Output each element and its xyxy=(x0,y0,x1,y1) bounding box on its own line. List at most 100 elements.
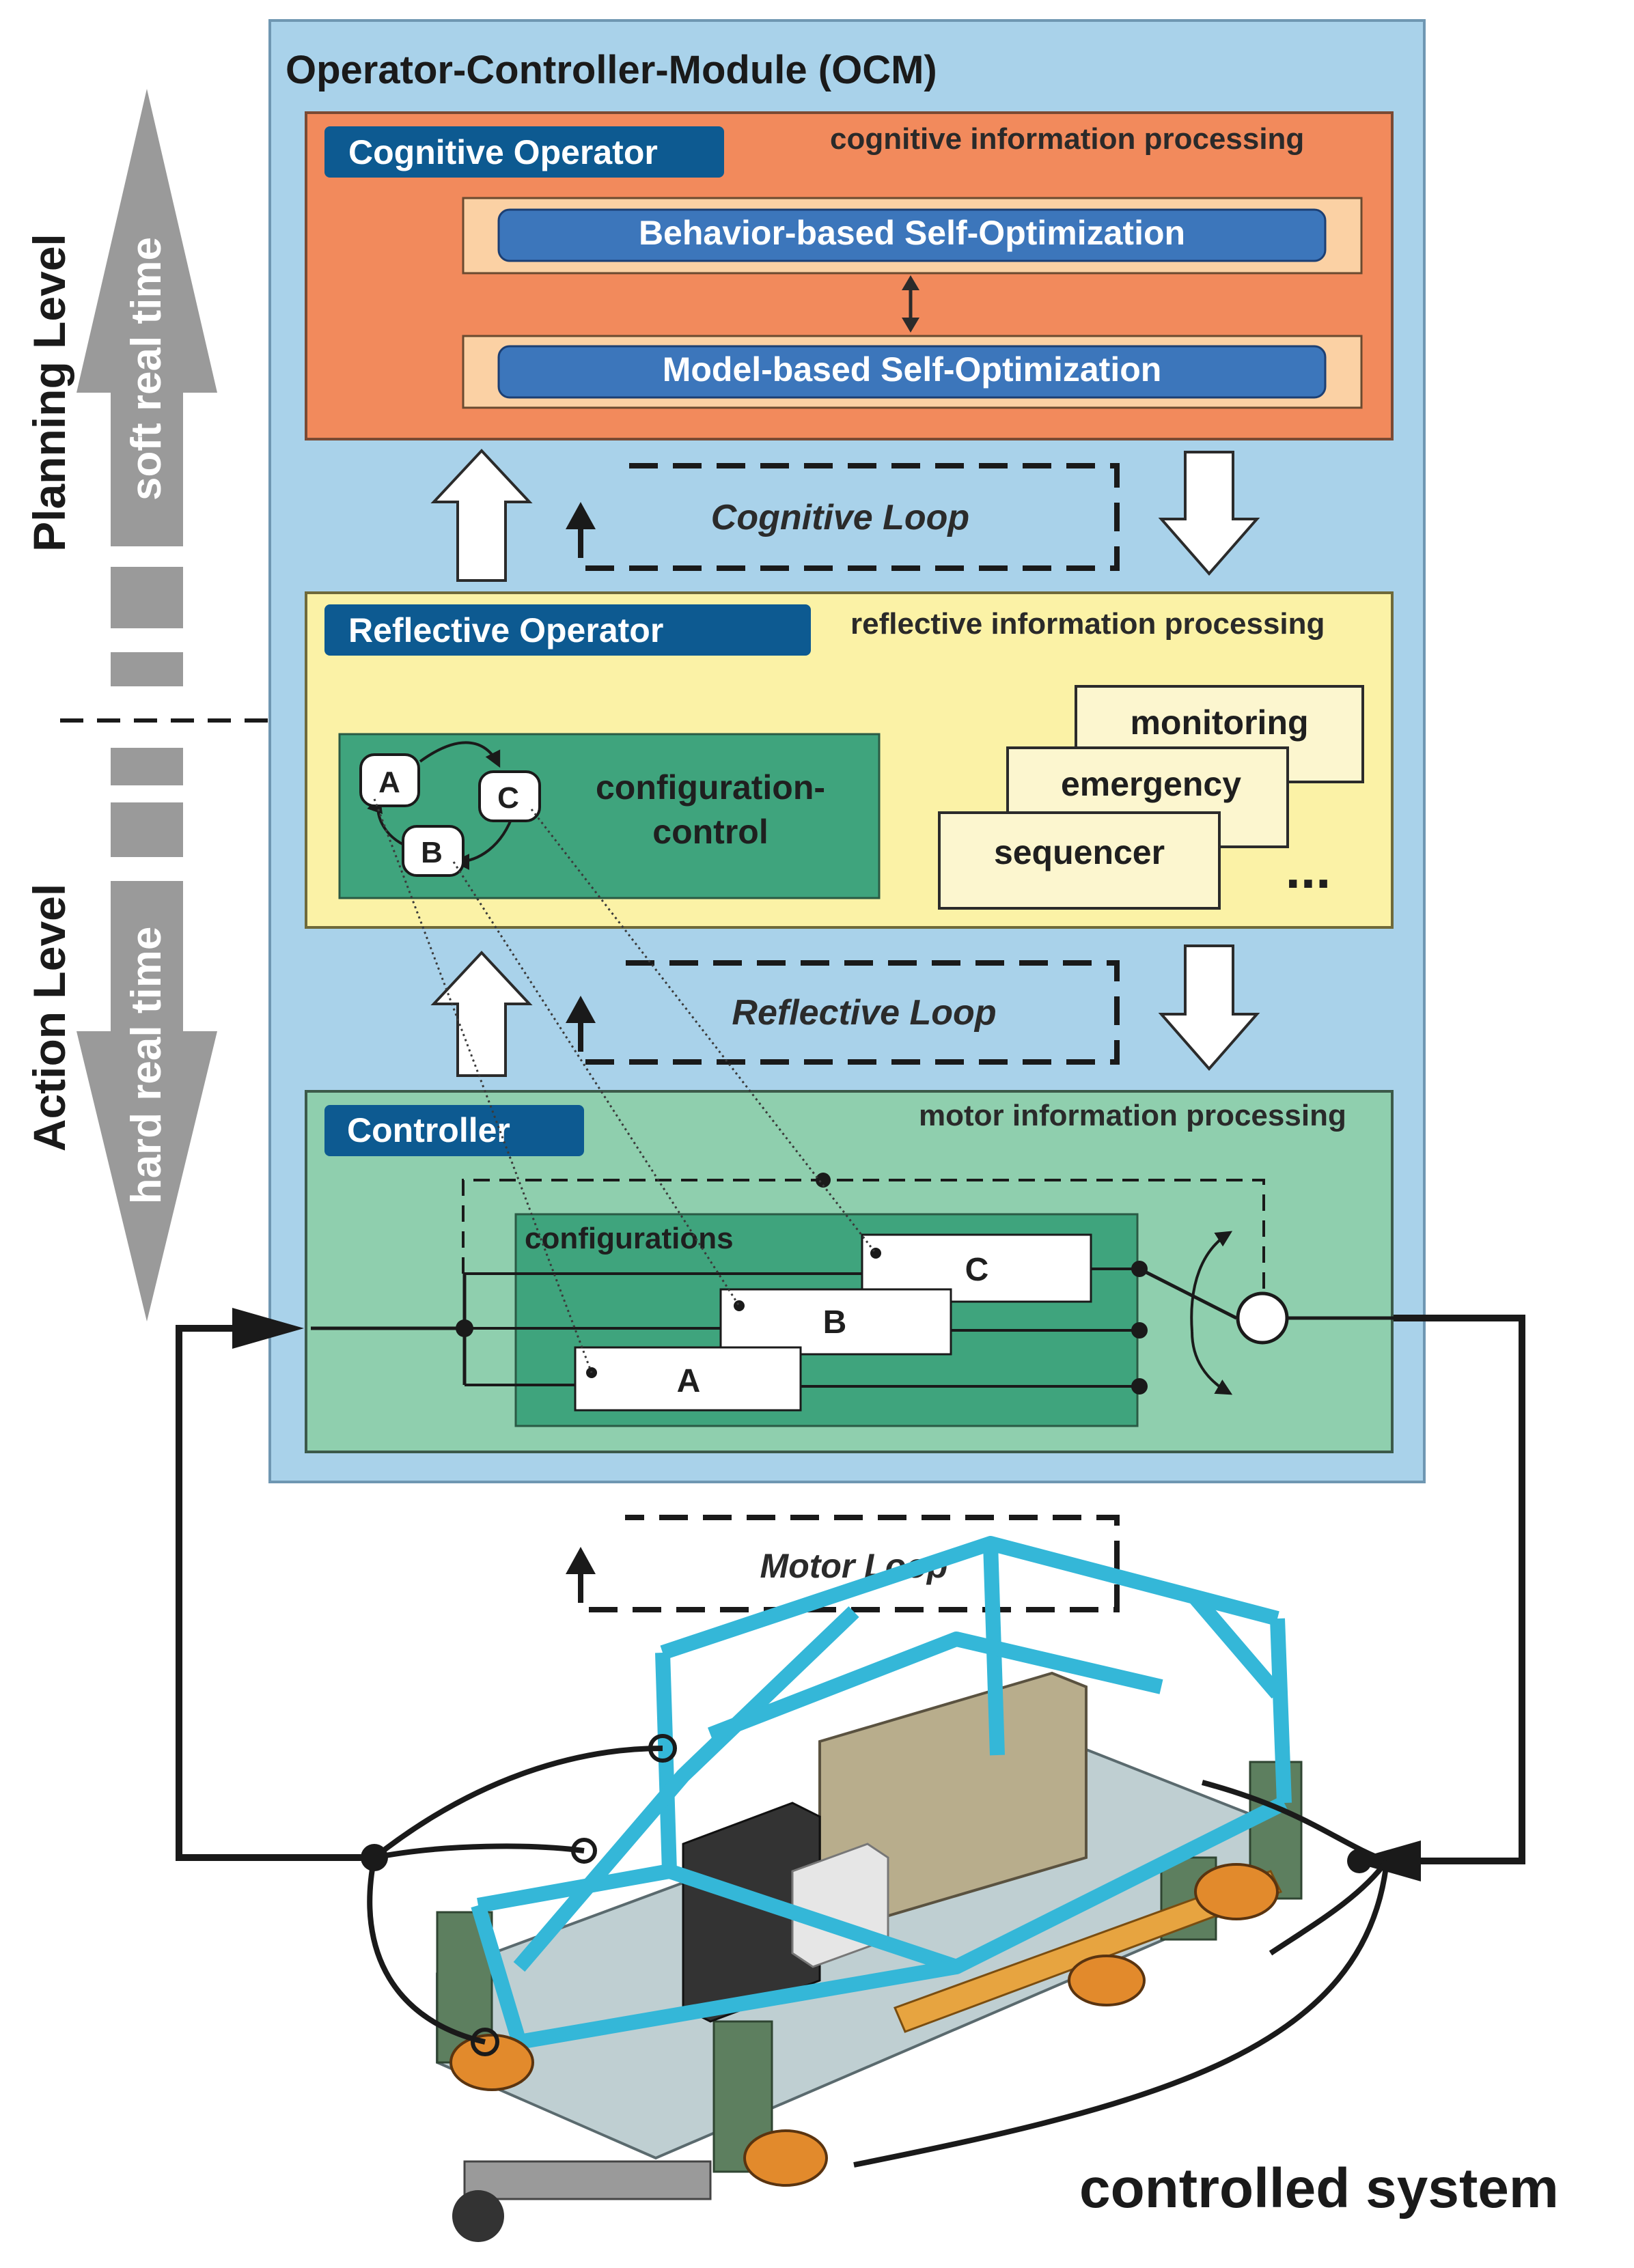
selector-dashed-frame xyxy=(462,1179,1265,1291)
sensor-ring-3 xyxy=(471,2028,499,2056)
controlled-system-label: controlled system xyxy=(1079,2157,1559,2220)
hard-real-time-arrow xyxy=(77,881,217,1321)
wheel-rear-right xyxy=(1068,1955,1146,2006)
cognitive-loop-zone: Cognitive Loop xyxy=(430,449,1260,582)
configuration-control-label-2: control xyxy=(652,813,768,851)
external-loop xyxy=(176,1315,1525,1864)
sensor-ring-1 xyxy=(648,1734,677,1763)
controller: Controller motor information processing … xyxy=(305,1090,1397,1453)
wire-right-lower xyxy=(853,1860,1389,2168)
controller-title: Controller xyxy=(347,1111,510,1149)
controller-header xyxy=(324,1105,584,1156)
state-b-label: B xyxy=(421,836,443,869)
link-c xyxy=(530,809,877,1254)
action-level-label: Action Level xyxy=(24,884,74,1151)
state-a-label: A xyxy=(378,766,400,799)
cognitive-loop-label: Cognitive Loop xyxy=(711,498,969,537)
wheel-rear-left xyxy=(743,2129,828,2187)
sequencer-label: sequencer xyxy=(994,833,1165,871)
hard-real-time-label: hard real time xyxy=(123,927,170,1205)
config-b-label: B xyxy=(823,1304,847,1341)
reflective-loop-zone: Reflective Loop xyxy=(430,944,1260,1077)
behavior-box xyxy=(497,208,1327,262)
behavior-label: Behavior-based Self-Optimization xyxy=(639,214,1185,252)
left-junction-node xyxy=(361,1844,388,1871)
switch-arm xyxy=(1138,1267,1238,1320)
reflective-loop-arrowhead xyxy=(566,996,596,1023)
emergency-label: emergency xyxy=(1061,765,1241,803)
reflective-loop-label: Reflective Loop xyxy=(732,993,996,1033)
motor-loop-dashed xyxy=(578,1515,1120,1612)
trailer-wheel xyxy=(452,2190,504,2242)
up-arrow-reflective xyxy=(430,951,533,1077)
config-b-dot xyxy=(734,1300,745,1311)
cognitive-operator-header xyxy=(324,126,724,178)
vehicle-bumper xyxy=(893,1870,1283,2033)
cognitive-loop-arrowhead xyxy=(566,502,596,529)
switch-rotation-up xyxy=(1190,1231,1233,1332)
sequencer-box xyxy=(938,811,1221,910)
config-a-label: A xyxy=(677,1363,701,1399)
model-box xyxy=(497,345,1327,399)
wheel-front-left xyxy=(449,2034,534,2091)
loop-left-line xyxy=(176,1325,374,1861)
controller-info-label: motor information processing xyxy=(919,1099,1346,1132)
cognitive-operator-title: Cognitive Operator xyxy=(348,133,658,171)
configurations-label: configurations xyxy=(525,1222,734,1255)
down-arrow-cognitive xyxy=(1158,451,1260,576)
sensor-ring-2 xyxy=(571,1838,597,1864)
reflective-operator-title: Reflective Operator xyxy=(348,611,663,649)
state-c-label: C xyxy=(497,781,519,815)
state-config-links xyxy=(373,798,877,1373)
monitoring-label: monitoring xyxy=(1130,703,1308,742)
reflective-operator: Reflective Operator reflective informati… xyxy=(305,591,1394,929)
planning-level-label: Planning Level xyxy=(24,234,74,552)
up-arrow-cognitive xyxy=(430,449,533,582)
model-label: Model-based Self-Optimization xyxy=(663,350,1162,389)
state-transition-ab xyxy=(419,741,501,768)
wheel-front-right xyxy=(1194,1863,1279,1920)
loop-right-line xyxy=(1387,1315,1525,1864)
loop-left-arrowhead xyxy=(232,1308,304,1349)
selector-dot xyxy=(816,1173,831,1188)
link-a xyxy=(373,798,593,1373)
config-a-box xyxy=(574,1346,802,1412)
switch-rotation-down xyxy=(1191,1331,1233,1395)
ocm-title: Operator-Controller-Module (OCM) xyxy=(286,48,937,92)
soft-real-time-label: soft real time xyxy=(123,237,170,501)
wire-upper xyxy=(372,1746,663,1860)
vehicle-illustration xyxy=(436,1536,1303,2242)
self-optimization-link-down xyxy=(902,318,919,333)
switch-node-a xyxy=(1131,1378,1148,1395)
state-b xyxy=(402,825,465,877)
level-gap-block xyxy=(111,567,183,628)
down-arrow-reflective xyxy=(1158,944,1260,1072)
more-ellipsis: ... xyxy=(1286,839,1331,899)
wire-right-middle xyxy=(1269,1859,1389,1956)
level-gap-block xyxy=(111,748,183,785)
wire-lower xyxy=(367,1857,486,2045)
motor-loop-arrowhead xyxy=(566,1547,596,1574)
right-junction-node xyxy=(1347,1849,1372,1873)
cognitive-loop-dashed xyxy=(578,463,1120,571)
level-axis: soft real time hard real time Planning L… xyxy=(24,89,355,1321)
trailer-cart xyxy=(463,2160,712,2200)
level-gap-block xyxy=(111,802,183,857)
reflective-info-label: reflective information processing xyxy=(850,607,1325,641)
switch-node-b xyxy=(1131,1322,1148,1339)
config-c-label: C xyxy=(965,1252,989,1288)
config-b-box xyxy=(719,1288,952,1356)
soft-real-time-arrow xyxy=(77,89,217,546)
configuration-control-label-1: configuration- xyxy=(596,768,825,807)
wire-middle xyxy=(374,1843,585,1860)
level-gap-block xyxy=(111,652,183,686)
self-optimization-link-up xyxy=(902,275,919,290)
state-c xyxy=(478,770,541,822)
config-c-dot xyxy=(870,1248,881,1259)
output-junction xyxy=(1236,1291,1289,1345)
cognitive-operator: Cognitive Operator cognitive information… xyxy=(305,111,1394,440)
reflective-operator-header xyxy=(324,604,811,656)
vehicle-frame xyxy=(471,1536,1292,2049)
cognitive-info-label: cognitive information processing xyxy=(830,122,1304,156)
